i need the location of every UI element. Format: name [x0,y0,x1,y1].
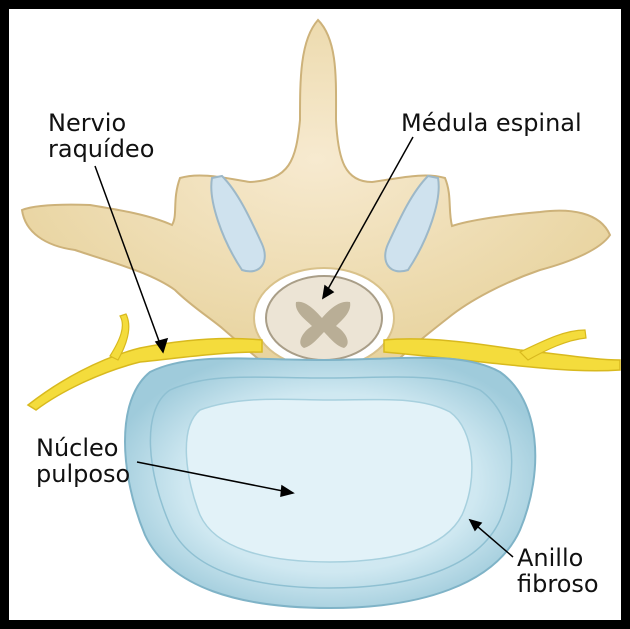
label-nervio-line2: raquídeo [48,136,154,162]
label-medula-espinal: Médula espinal [401,110,582,136]
label-anillo-line2: fibroso [517,571,599,597]
label-nucleo-line1: Núcleo [36,435,130,461]
label-anillo-fibroso: Anillo fibroso [517,545,599,597]
label-nucleo-line2: pulposo [36,461,130,487]
label-anillo-line1: Anillo [517,545,599,571]
spine-cross-section-diagram [9,9,621,620]
label-nervio-raquideo: Nervio raquídeo [48,110,154,162]
label-nucleo-pulposo: Núcleo pulposo [36,435,130,487]
intervertebral-disc [125,358,535,608]
label-nervio-line1: Nervio [48,110,154,136]
